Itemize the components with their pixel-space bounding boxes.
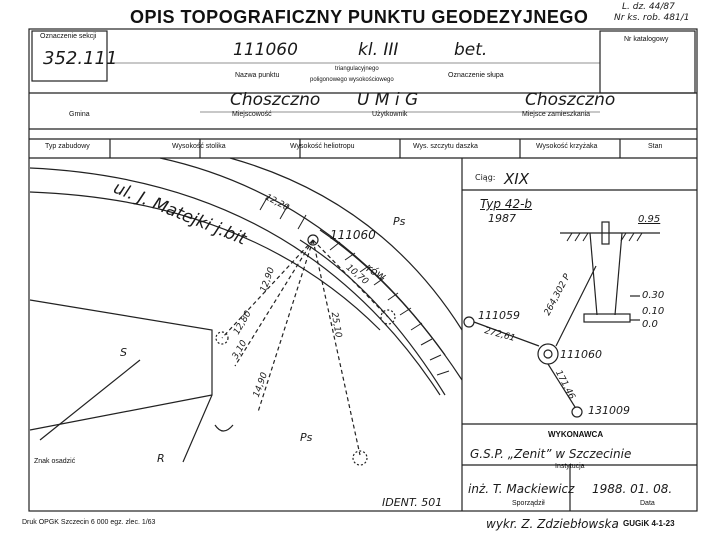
- user-value: U M i G: [357, 90, 419, 110]
- marker-year: 1987: [488, 212, 516, 225]
- col-roof-height: Wys. szczytu daszka: [413, 143, 478, 150]
- point-class: kl. III: [358, 40, 399, 60]
- s-label: S: [120, 346, 127, 359]
- height-0-10: 0.10: [642, 306, 665, 317]
- executor-label: WYKONAWCA: [548, 430, 604, 439]
- form-code: GUGiK 4-1-23: [623, 519, 675, 528]
- point-number: 111060: [233, 40, 298, 60]
- r-label: R: [157, 452, 165, 465]
- col-cross-height: Wysokość krzyżaka: [536, 143, 598, 150]
- institution-value: G.S.P. „Zenit” w Szczecinie: [470, 447, 632, 461]
- user-label: Użytkownik: [372, 111, 408, 118]
- marker-label: Znak osadzić: [34, 458, 76, 465]
- traverse-value: XIX: [504, 170, 529, 188]
- ident-label: IDENT. 501: [382, 496, 443, 509]
- pillar-type: bet.: [454, 40, 488, 60]
- marker-type: Typ 42-b: [480, 197, 533, 211]
- ledger-number: L. dz. 44/87: [622, 2, 675, 12]
- traverse-label: Ciąg:: [475, 173, 496, 182]
- residence-label: Miejsce zamieszkania: [522, 111, 591, 118]
- date-value: 1988. 01. 08.: [592, 482, 673, 496]
- point-type-line2: poligonowego wysokościowego: [310, 77, 394, 83]
- point-type-line1: triangulacyjnego: [335, 66, 379, 72]
- author-value: inż. T. Mackiewicz: [468, 482, 575, 496]
- col-status: Stan: [648, 143, 663, 150]
- point-111059: 111059: [478, 309, 520, 322]
- work-book-number: Nr ks. rob. 481/1: [614, 13, 690, 23]
- point-name-label: Nazwa punktu: [235, 72, 280, 79]
- col-heliotrope-height: Wysokość heliotropu: [290, 143, 355, 150]
- institution-label: Instytucja: [555, 463, 585, 470]
- form-title: OPIS TOPOGRAFICZNY PUNKTU GEODEZYJNEGO: [130, 7, 589, 27]
- town-value: Choszczno: [230, 90, 321, 110]
- point-131009: 131009: [588, 404, 630, 417]
- author-label: Sporządził: [512, 500, 545, 507]
- catalog-label: Nr katalogowy: [624, 36, 669, 43]
- col-table-height: Wysokość stolika: [172, 143, 226, 150]
- ps-bottom-label: Ps: [300, 431, 313, 444]
- height-0-30: 0.30: [642, 290, 665, 301]
- section-value: 352.111: [43, 48, 118, 69]
- point-111060: 111060: [560, 348, 602, 361]
- height-0-0: 0.0: [642, 319, 658, 330]
- sketch-point-number: 111060: [330, 228, 376, 242]
- section-label: Oznaczenie sekcji: [40, 33, 97, 40]
- date-label: Data: [640, 500, 655, 507]
- town-label: Miejscowość: [232, 111, 272, 118]
- height-0-95: 0.95: [638, 214, 661, 225]
- residence-value: Choszczno: [525, 90, 616, 110]
- pillar-label: Oznaczenie słupa: [448, 72, 504, 79]
- ps-top-label: Ps: [393, 215, 406, 228]
- col-building-type: Typ zabudowy: [45, 143, 90, 150]
- gmina-label: Gmina: [69, 111, 90, 118]
- drawn-by: wykr. Z. Zdziebłowska: [486, 517, 619, 531]
- print-info: Druk OPGK Szczecin 6 000 egz. zlec. 1/63: [22, 519, 156, 526]
